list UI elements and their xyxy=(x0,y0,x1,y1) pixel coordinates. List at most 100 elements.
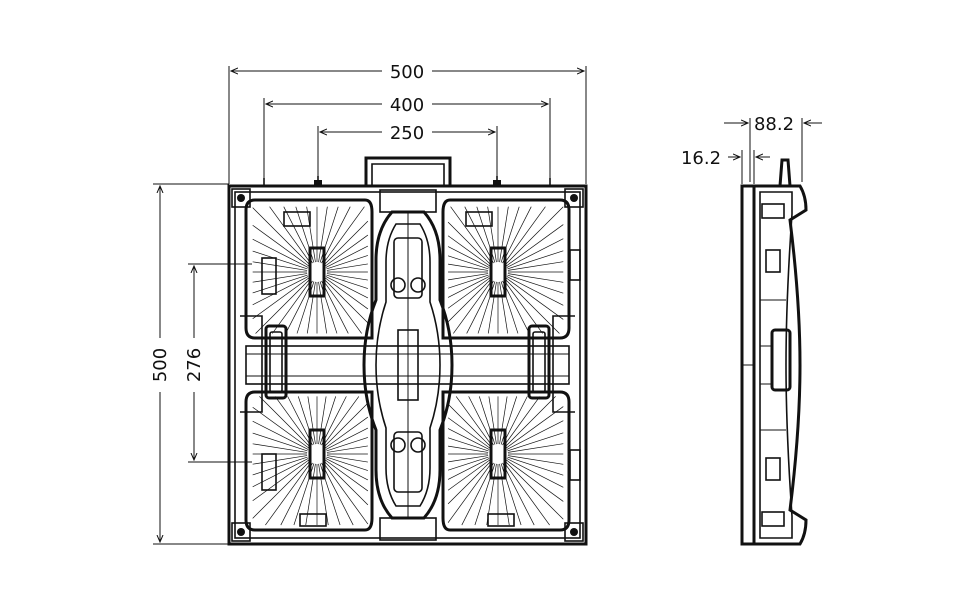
wire-line xyxy=(287,396,313,446)
wire-line xyxy=(447,456,489,471)
dimension-500-vertical: 500 xyxy=(150,183,229,545)
wire-line xyxy=(252,274,308,294)
wire-line xyxy=(503,279,543,334)
dim-label-276: 276 xyxy=(184,348,205,382)
wire-line xyxy=(319,396,337,445)
wire-line xyxy=(321,280,349,334)
dim-label-500-top: 500 xyxy=(390,62,424,83)
wire-line xyxy=(488,396,497,445)
wire-line xyxy=(507,250,564,270)
wire-line xyxy=(252,420,309,450)
wire-line xyxy=(272,279,312,334)
wire-line xyxy=(450,206,493,265)
wire-line xyxy=(448,445,489,453)
wire-line xyxy=(252,443,308,453)
wire-line xyxy=(265,461,312,526)
wire-line xyxy=(447,276,490,298)
wire-line xyxy=(507,261,564,271)
wire-line xyxy=(323,460,369,506)
wire-line xyxy=(306,206,316,263)
cell-bottom-left xyxy=(244,390,374,532)
wire-line xyxy=(502,396,528,446)
wire-line xyxy=(324,459,369,492)
wire-line xyxy=(505,406,564,449)
wire-line xyxy=(324,277,369,310)
wire-line xyxy=(325,276,369,299)
dimension-276-vertical: 276 xyxy=(184,263,252,463)
wire-line xyxy=(306,281,316,334)
side-pin xyxy=(778,158,792,187)
wire-line xyxy=(505,224,564,267)
wire-line xyxy=(447,274,489,289)
wire-line xyxy=(318,206,328,263)
radiating-wires xyxy=(252,206,564,526)
wire-line xyxy=(447,403,492,448)
wire-line xyxy=(252,458,309,488)
wire-line xyxy=(322,206,365,265)
wire-line xyxy=(322,279,362,334)
wire-line xyxy=(252,456,308,476)
side-housing xyxy=(754,184,808,546)
wire-line xyxy=(252,238,309,268)
wire-line xyxy=(476,206,496,263)
wire-line xyxy=(448,273,489,281)
front-view-panel xyxy=(227,156,588,546)
wire-line xyxy=(326,455,368,463)
wire-line xyxy=(325,427,369,450)
wire-line xyxy=(505,459,564,502)
wire-line xyxy=(283,206,313,264)
wire-line xyxy=(252,224,310,267)
wire-line xyxy=(259,396,311,448)
wire-line xyxy=(499,463,510,526)
top-handle xyxy=(364,156,452,186)
wire-line xyxy=(285,280,313,334)
wire-line xyxy=(447,458,490,480)
wire-line xyxy=(252,277,310,320)
wire-line xyxy=(504,278,560,334)
wire-line xyxy=(507,432,564,452)
wire-line xyxy=(324,416,369,449)
wire-line xyxy=(323,278,369,324)
wire-line xyxy=(503,396,541,447)
wire-line xyxy=(503,461,550,526)
wire-line xyxy=(326,274,368,289)
wire-line xyxy=(326,445,368,453)
dimension-500-horizontal: 500 xyxy=(228,62,587,184)
wire-line xyxy=(506,458,564,488)
cell-top-right xyxy=(441,198,571,340)
wire-line xyxy=(500,463,522,526)
wire-line xyxy=(447,460,492,505)
wire-line xyxy=(500,206,520,263)
wire-line xyxy=(318,396,327,445)
dimension-250-horizontal: 250 xyxy=(317,123,498,178)
wire-line xyxy=(506,276,564,306)
wire-line xyxy=(500,396,518,445)
wire-line xyxy=(274,396,312,447)
wire-line xyxy=(252,207,311,266)
wire-line xyxy=(280,462,313,526)
wire-line xyxy=(252,261,308,271)
wire-line xyxy=(318,463,329,526)
wire-line xyxy=(487,206,497,263)
wire-line xyxy=(252,250,308,270)
wire-line xyxy=(324,234,369,267)
dimension-16-2: 16.2 xyxy=(681,148,770,184)
wire-line xyxy=(448,455,489,463)
dim-label-400: 400 xyxy=(390,95,424,116)
cell-top-left xyxy=(244,198,374,340)
wire-line xyxy=(319,206,339,263)
wire-line xyxy=(500,281,519,334)
wire-line xyxy=(461,462,494,526)
wire-line xyxy=(326,255,368,270)
cell-bottom-right xyxy=(441,390,571,532)
wire-line xyxy=(305,463,316,526)
dimension-88-2: 88.2 xyxy=(724,114,822,182)
wire-line xyxy=(507,443,564,453)
wire-line xyxy=(502,206,532,264)
wire-line xyxy=(321,396,347,446)
wire-line xyxy=(448,263,489,271)
wire-line xyxy=(252,276,309,306)
wire-line xyxy=(252,432,308,452)
